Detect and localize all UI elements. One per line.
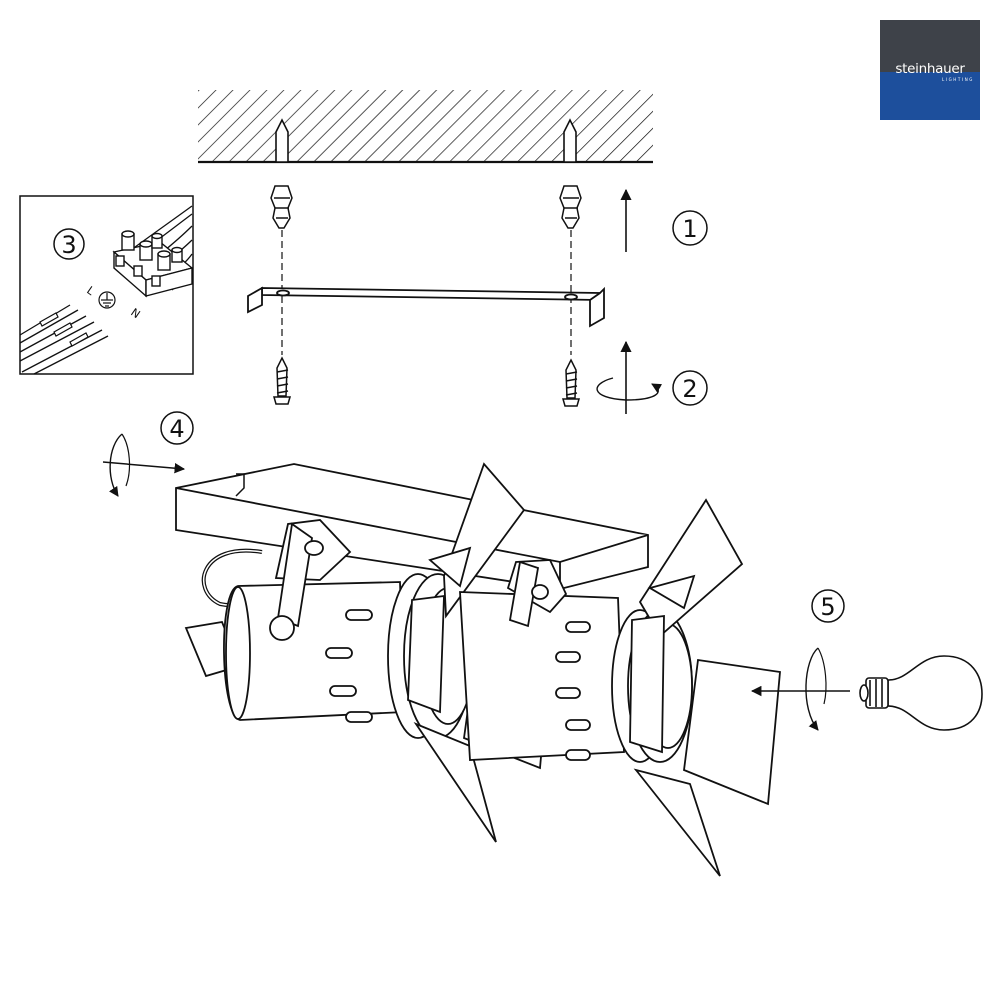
terminal-block [112, 230, 194, 298]
logo-top-panel [880, 20, 980, 72]
mounting-bracket [247, 286, 605, 328]
wall-plug-left [270, 185, 293, 229]
screw-left [273, 356, 291, 405]
rotate-icon [805, 647, 819, 731]
step-4: 4 [102, 411, 194, 497]
wiring-inset: 3 [19, 195, 194, 375]
step-4-label: 4 [169, 415, 184, 443]
spotlight-right [459, 498, 781, 877]
step-5: 5 [750, 589, 850, 731]
wall-plug-right [559, 185, 582, 229]
earth-ground-icon [98, 291, 116, 309]
ceiling [198, 90, 653, 164]
fixture-wires [19, 304, 109, 375]
ceiling-drill-holes [275, 118, 577, 163]
step-1: 1 [620, 188, 708, 252]
brand-logo: steinhauer LIGHTING [880, 20, 980, 120]
rotate-icon [596, 377, 663, 401]
step-2-label: 2 [682, 375, 697, 403]
logo-bottom-panel [880, 72, 980, 120]
logo-subline: LIGHTING [941, 77, 974, 82]
logo-wordmark: steinhauer [895, 61, 965, 77]
rotate-icon [109, 433, 123, 497]
wire-ends [39, 312, 89, 347]
light-bulb-icon [859, 655, 983, 731]
canopy-base [175, 463, 649, 590]
guide-lines [281, 230, 572, 355]
step-3-label: 3 [61, 231, 76, 259]
step-1-label: 1 [682, 215, 697, 243]
step-2: 2 [596, 340, 708, 414]
step-5-label: 5 [820, 593, 835, 621]
screw-right [562, 358, 580, 407]
right-arrow-icon [102, 461, 186, 474]
